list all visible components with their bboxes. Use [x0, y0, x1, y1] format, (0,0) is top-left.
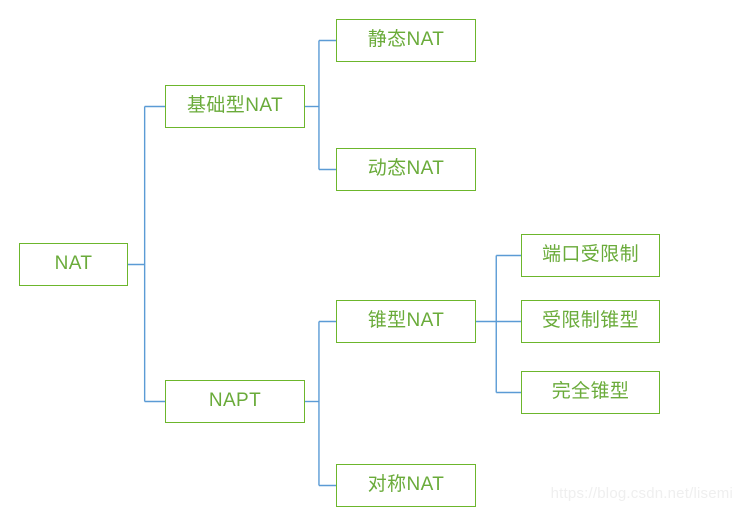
node-napt[interactable]: NAPT — [165, 380, 305, 423]
node-full-cone-label: 完全锥型 — [551, 381, 630, 402]
node-symmetric-nat[interactable]: 对称NAT — [336, 464, 476, 507]
node-dynamic-nat-label: 动态NAT — [367, 158, 445, 179]
node-basic-nat[interactable]: 基础型NAT — [165, 85, 305, 128]
node-symmetric-nat-label: 对称NAT — [367, 474, 445, 495]
node-restricted-cone[interactable]: 受限制锥型 — [521, 300, 660, 343]
node-cone-nat[interactable]: 锥型NAT — [336, 300, 476, 343]
node-port-restricted-label: 端口受限制 — [541, 244, 639, 265]
node-port-restricted[interactable]: 端口受限制 — [521, 234, 660, 277]
node-nat[interactable]: NAT — [19, 243, 128, 286]
node-static-nat[interactable]: 静态NAT — [336, 19, 476, 62]
node-static-nat-label: 静态NAT — [367, 29, 445, 50]
node-nat-label: NAT — [54, 253, 93, 274]
watermark: https://blog.csdn.net/lisemi — [550, 485, 733, 502]
node-dynamic-nat[interactable]: 动态NAT — [336, 148, 476, 191]
node-napt-label: NAPT — [208, 390, 262, 411]
node-restricted-cone-label: 受限制锥型 — [541, 310, 639, 331]
node-cone-nat-label: 锥型NAT — [367, 310, 445, 331]
node-full-cone[interactable]: 完全锥型 — [521, 371, 660, 414]
node-basic-nat-label: 基础型NAT — [187, 95, 283, 116]
